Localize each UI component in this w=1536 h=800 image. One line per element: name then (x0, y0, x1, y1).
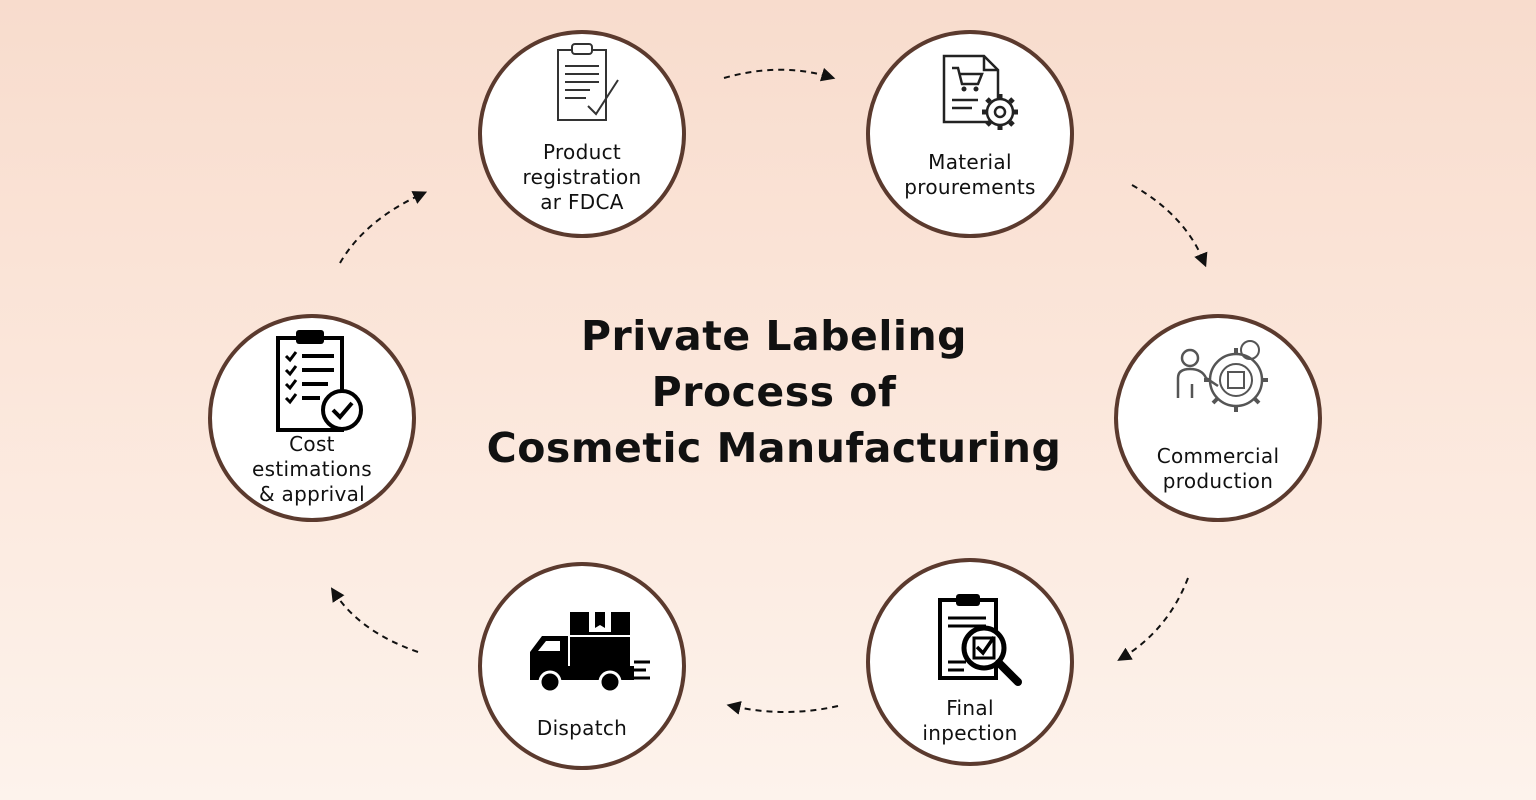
step-label: Cost estimations & apprival (252, 432, 372, 506)
title-line-2: Process of (651, 368, 897, 416)
worker-gear-icon (1176, 340, 1268, 412)
step-label: Final inpection (922, 696, 1018, 745)
checklist-approved-icon (276, 330, 363, 432)
document-cart-gear-icon (942, 54, 1018, 130)
step-final-inspection: Final inpection (866, 558, 1074, 766)
clipboard-magnifier-icon (938, 594, 1022, 686)
clipboard-check-icon (557, 43, 619, 121)
step-material-procurements: Material prourements (866, 30, 1074, 238)
arrow-5-to-6 (330, 587, 419, 653)
title-line-3: Cosmetic Manufacturing (486, 424, 1062, 472)
arrow-6-to-1 (339, 191, 428, 264)
step-label: Material prourements (904, 150, 1036, 199)
delivery-truck-icon (530, 612, 650, 694)
step-label: Dispatch (536, 716, 628, 740)
step-product-registration: Product registration ar FDCA (478, 30, 686, 238)
step-dispatch: Dispatch (478, 562, 686, 770)
diagram-title: Private Labeling Process of Cosmetic Man… (440, 308, 1108, 476)
arrow-3-to-4 (1117, 577, 1189, 661)
arrow-1-to-2 (723, 67, 836, 82)
arrow-4-to-5 (726, 701, 839, 715)
step-label: Commercial production (1156, 444, 1280, 493)
step-label: Product registration ar FDCA (522, 140, 642, 214)
step-cost-estimations: Cost estimations & apprival (208, 314, 416, 522)
title-line-1: Private Labeling (581, 312, 967, 360)
step-commercial-production: Commercial production (1114, 314, 1322, 522)
arrow-2-to-3 (1131, 184, 1208, 268)
